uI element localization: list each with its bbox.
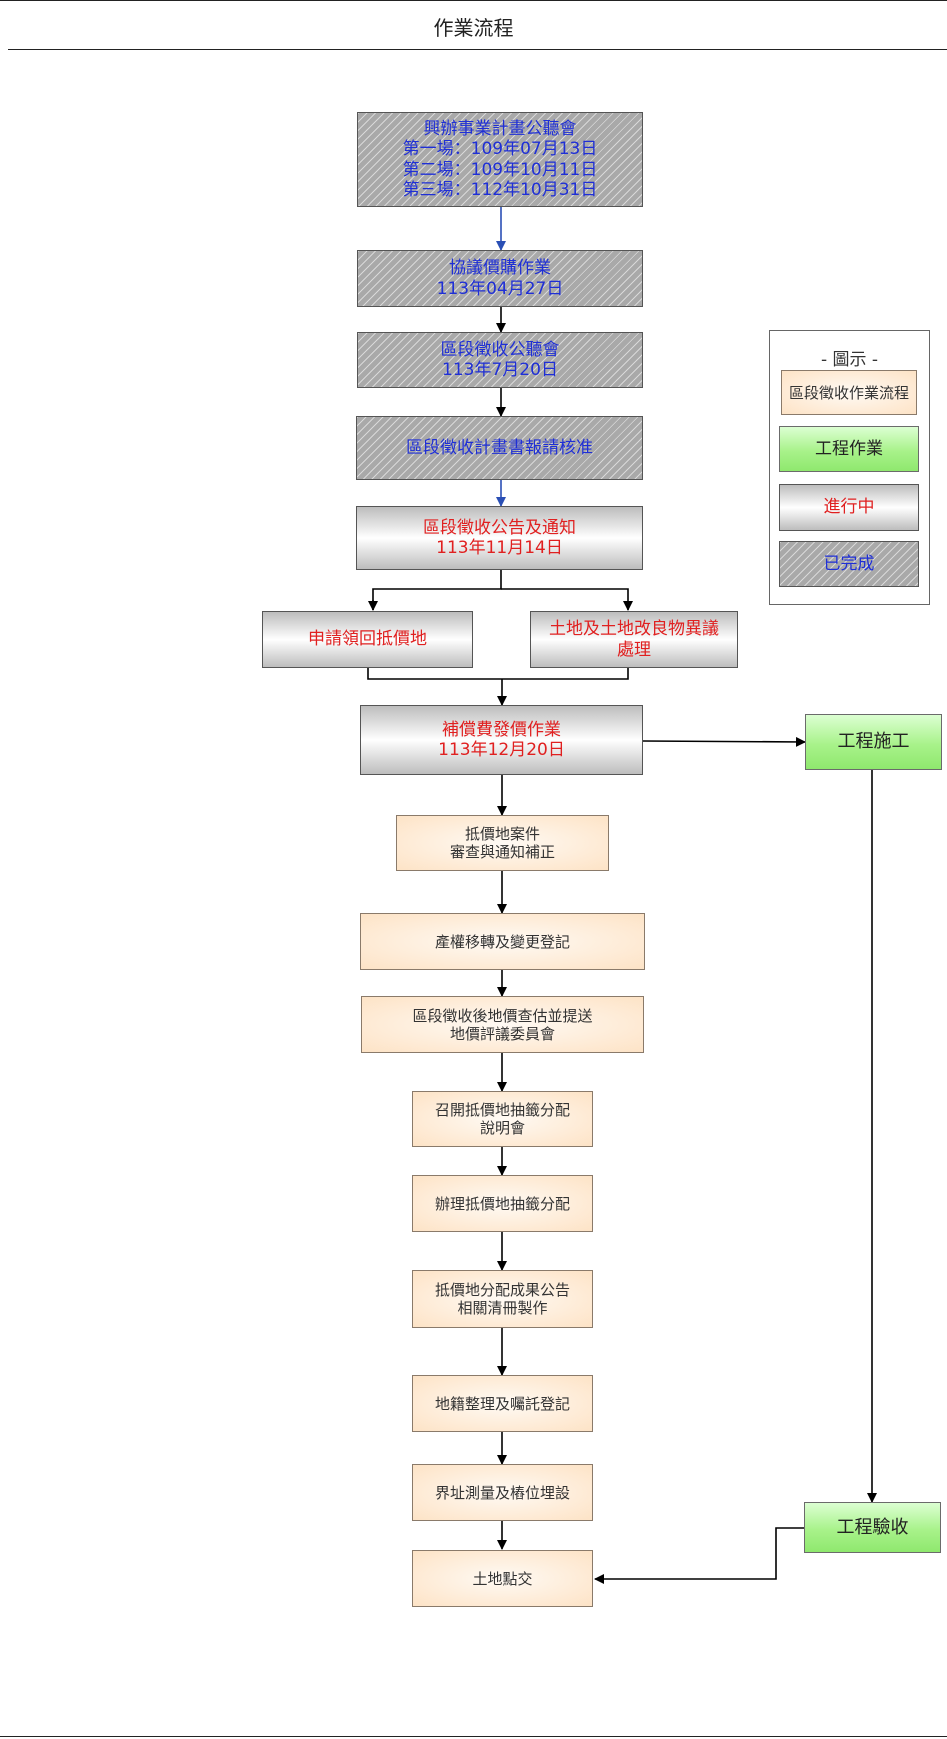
- step-public-hearing-line-1: 興辦事業計畫公聽會: [423, 118, 577, 139]
- bottom-border: [0, 1736, 947, 1737]
- step-handover: 土地點交: [412, 1550, 593, 1607]
- step-announcement-line-1: 區段徵收公告及通知: [423, 517, 576, 538]
- step-public-hearing-line-3: 第二場：109年10月11日: [402, 159, 598, 180]
- arrow-announcement-split: [372, 570, 502, 610]
- title-underline: [8, 49, 947, 50]
- step-cadastral-line-1: 地籍整理及囑託登記: [434, 1394, 570, 1413]
- legend-item-land-process: 區段徵收作業流程: [781, 370, 917, 415]
- step-zone-hearing-line-2: 113年7月20日: [442, 360, 558, 380]
- step-plan-approval: 區段徵收計畫書報請核准: [356, 416, 643, 480]
- step-result-announce-line-1: 抵價地分配成果公告: [434, 1281, 570, 1299]
- step-review-case-line-1: 抵價地案件: [464, 825, 540, 843]
- step-review-case-line-2: 審查與通知補正: [449, 843, 555, 861]
- arrow-compensation-to-construction: [642, 736, 806, 747]
- step-negotiation-line-2: 113年04月27日: [436, 278, 564, 299]
- step-price-assessment-line-1: 區段徵收後地價查估並提送: [412, 1006, 593, 1025]
- legend-item-land-process-label: 區段徵收作業流程: [788, 383, 909, 402]
- step-announcement: 區段徵收公告及通知 113年11月14日: [356, 506, 643, 570]
- step-handover-line-1: 土地點交: [472, 1569, 533, 1588]
- step-construction-line-1: 工程施工: [837, 731, 910, 753]
- legend-item-engineering-label: 工程作業: [815, 438, 883, 459]
- step-compensation-line-1: 補償費發價作業: [442, 719, 561, 740]
- step-cadastral: 地籍整理及囑託登記: [412, 1375, 593, 1432]
- step-lottery-briefing: 召開抵價地抽籤分配 說明會: [412, 1091, 593, 1147]
- step-acceptance: 工程驗收: [804, 1502, 941, 1553]
- step-negotiation: 協議價購作業 113年04月27日: [357, 250, 643, 307]
- step-lottery: 辦理抵價地抽籤分配: [412, 1175, 593, 1232]
- step-zone-hearing-line-1: 區段徵收公聽會: [440, 339, 560, 360]
- step-survey: 界址測量及樁位埋設: [412, 1464, 593, 1521]
- step-construction: 工程施工: [805, 714, 942, 770]
- step-compensation-line-2: 113年12月20日: [438, 740, 565, 760]
- step-result-announce-line-2: 相關清冊製作: [457, 1299, 548, 1317]
- step-lottery-briefing-line-2: 說明會: [479, 1119, 525, 1137]
- step-apply-land: 申請領回抵價地: [262, 611, 473, 668]
- legend-item-completed: 已完成: [779, 541, 919, 587]
- step-price-assessment: 區段徵收後地價查估並提送 地價評議委員會: [361, 996, 644, 1053]
- step-announcement-line-2: 113年11月14日: [436, 538, 563, 558]
- top-border: [0, 0, 947, 1]
- step-public-hearing-line-4: 第三場：112年10月31日: [402, 179, 598, 200]
- legend-item-completed-label: 已完成: [823, 553, 875, 574]
- step-public-hearing-line-2: 第一場：109年07月13日: [402, 139, 598, 160]
- step-review-case: 抵價地案件 審查與通知補正: [396, 815, 609, 871]
- page-title: 作業流程: [433, 16, 514, 40]
- step-compensation: 補償費發價作業 113年12月20日: [360, 705, 643, 775]
- step-acceptance-line-1: 工程驗收: [836, 1516, 909, 1538]
- arrow-acceptance-to-handover: [594, 1527, 804, 1584]
- step-objection-line-1: 土地及土地改良物異議: [549, 619, 719, 640]
- step-public-hearing: 興辦事業計畫公聽會 第一場：109年07月13日 第二場：109年10月11日 …: [357, 112, 643, 207]
- arrow-split-right: [501, 588, 633, 611]
- step-zone-hearing: 區段徵收公聽會 113年7月20日: [357, 332, 643, 388]
- step-ownership-transfer-line-1: 產權移轉及變更登記: [434, 932, 570, 951]
- step-price-assessment-line-2: 地價評議委員會: [449, 1024, 555, 1043]
- legend-item-in-progress: 進行中: [779, 484, 919, 531]
- step-lottery-briefing-line-1: 召開抵價地抽籤分配: [434, 1101, 570, 1119]
- legend-item-engineering: 工程作業: [779, 426, 919, 472]
- legend-item-in-progress-label: 進行中: [823, 497, 875, 518]
- step-objection-line-2: 處理: [617, 639, 651, 660]
- legend-title: - 圖示 -: [820, 350, 879, 370]
- step-objection: 土地及土地改良物異議 處理: [530, 611, 738, 668]
- step-plan-approval-line-1: 區段徵收計畫書報請核准: [406, 437, 593, 458]
- step-survey-line-1: 界址測量及樁位埋設: [434, 1483, 570, 1502]
- step-negotiation-line-1: 協議價購作業: [449, 258, 551, 279]
- step-ownership-transfer: 產權移轉及變更登記: [360, 913, 645, 970]
- step-lottery-line-1: 辦理抵價地抽籤分配: [434, 1194, 570, 1213]
- step-apply-land-line-1: 申請領回抵價地: [308, 629, 427, 650]
- step-result-announce: 抵價地分配成果公告 相關清冊製作: [412, 1270, 593, 1328]
- arrow-merge: [367, 668, 629, 680]
